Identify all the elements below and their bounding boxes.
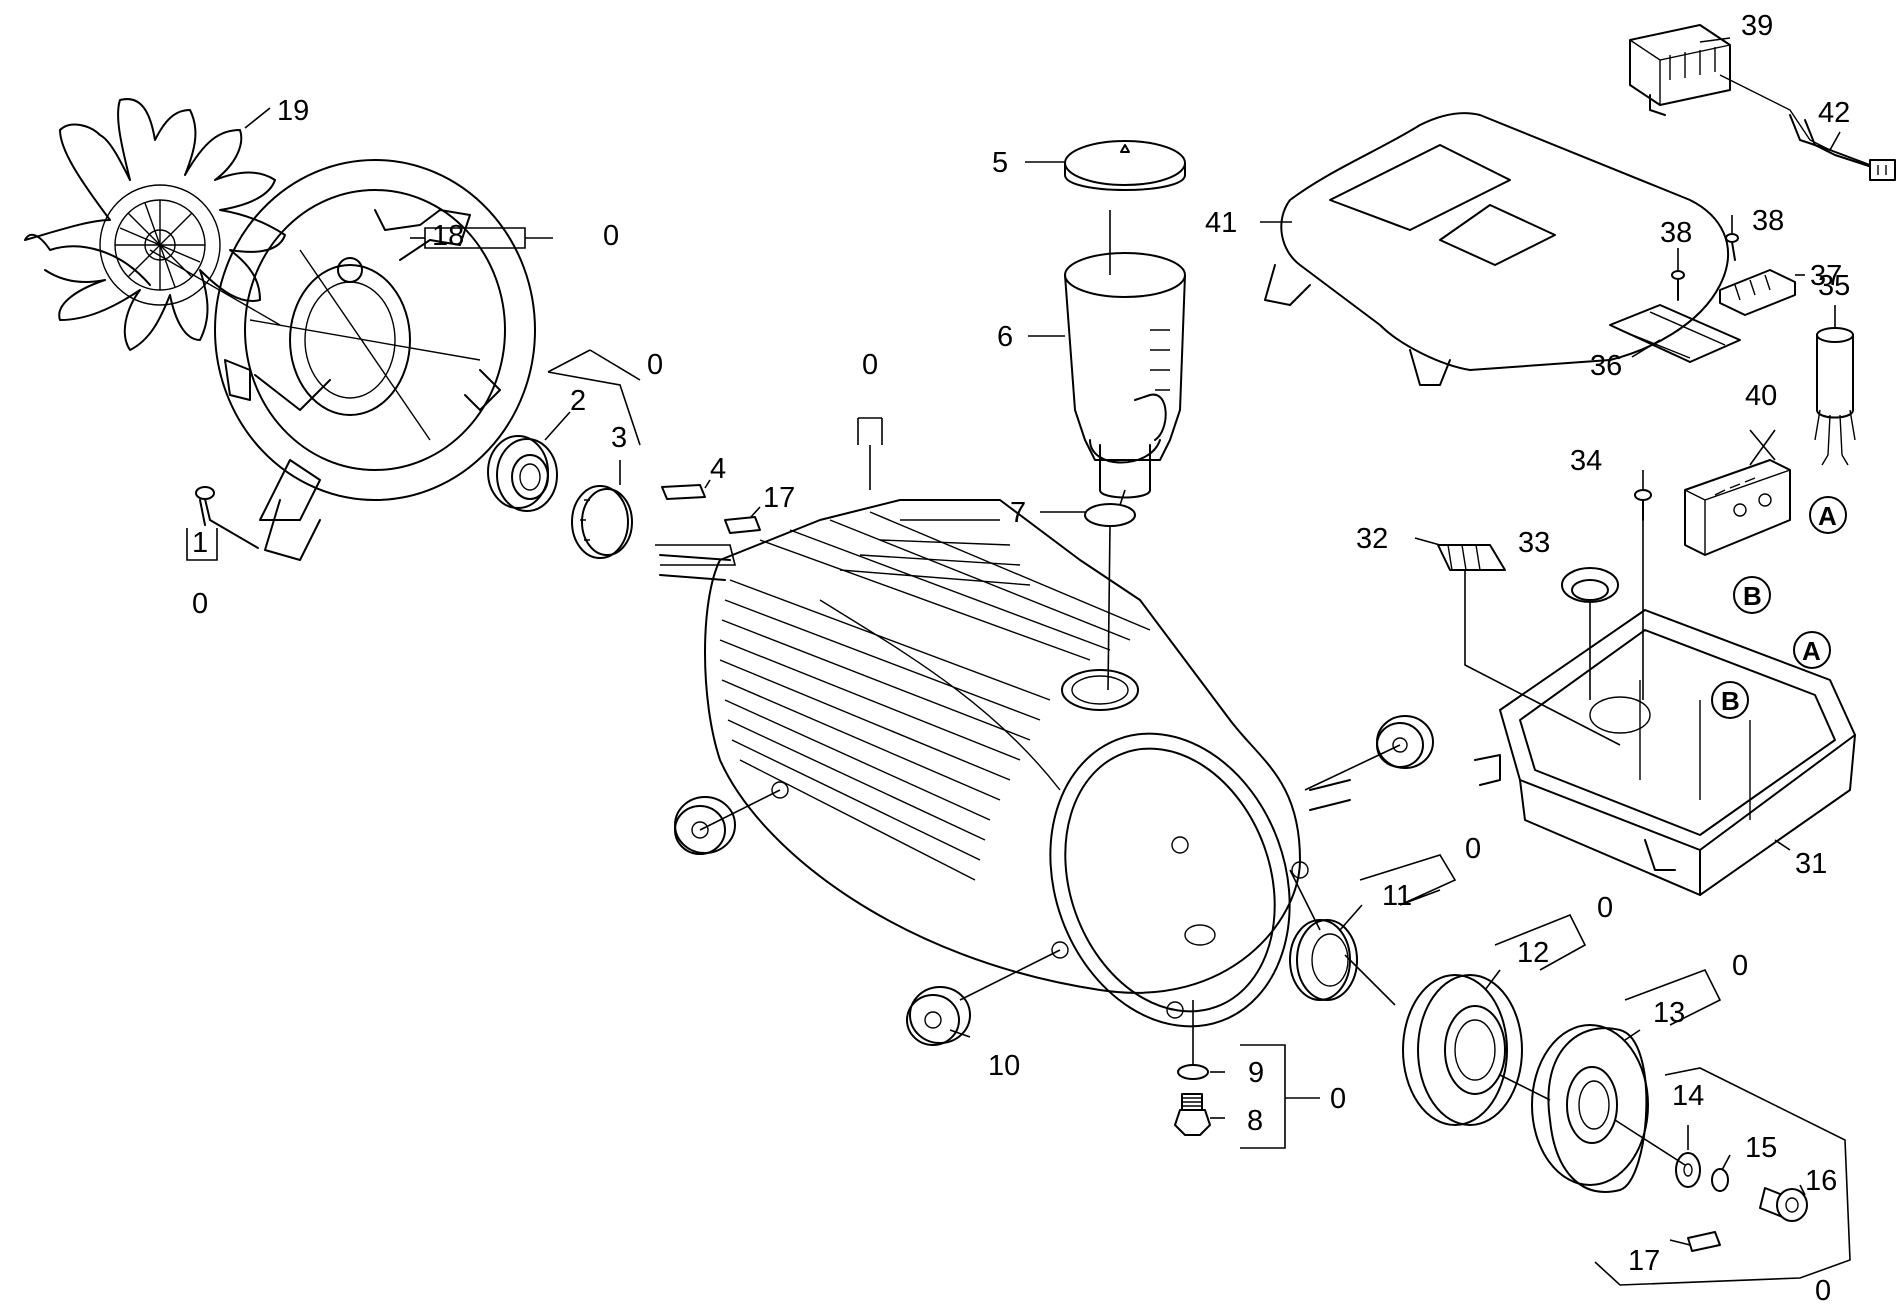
wiring-42	[1789, 114, 1896, 181]
label-39: 39	[1741, 10, 1773, 42]
label-19: 19	[277, 95, 309, 127]
tank-6	[1064, 252, 1186, 499]
label-12-qty: 0	[1597, 892, 1613, 924]
cap-5	[1064, 140, 1186, 191]
label-7: 7	[1010, 497, 1026, 529]
motor-housing	[659, 499, 1351, 1028]
label-18-qty: 0	[603, 220, 619, 252]
marker-a-1: A	[1818, 501, 1837, 531]
label-33: 33	[1518, 527, 1550, 559]
label-11-qty: 0	[1465, 833, 1481, 865]
terminal-strip-32	[1437, 544, 1506, 571]
label-38-a: 38	[1660, 217, 1692, 249]
label-11: 11	[1382, 880, 1412, 912]
label-14: 14	[1672, 1080, 1704, 1112]
label-42: 42	[1818, 97, 1850, 129]
key-17-upper	[724, 516, 761, 534]
seal-11	[1289, 919, 1358, 1001]
o-ring-9	[1177, 1064, 1209, 1080]
flange-13	[1531, 1024, 1649, 1193]
label-40: 40	[1745, 380, 1777, 412]
label-17-upper: 17	[763, 482, 795, 514]
label-8-9-qty: 0	[1330, 1083, 1346, 1115]
plug-8	[1174, 1093, 1211, 1136]
label-4: 4	[710, 453, 726, 485]
control-box-31	[1474, 609, 1856, 896]
label-31: 31	[1795, 848, 1827, 880]
lock-washer-15	[1711, 1168, 1729, 1192]
marker-a-circle-1	[1809, 496, 1847, 534]
label-15: 15	[1745, 1132, 1777, 1164]
pcb-40	[1684, 459, 1791, 556]
terminal-block-37	[1719, 269, 1796, 316]
marker-b-2: B	[1721, 686, 1740, 716]
label-3: 3	[611, 422, 627, 454]
marker-a-circle-2	[1793, 631, 1831, 669]
label-12: 12	[1517, 937, 1549, 969]
label-32: 32	[1356, 523, 1388, 555]
contactor-39	[1629, 24, 1831, 151]
label-1-qty: 0	[192, 588, 208, 620]
marker-a-2: A	[1802, 636, 1821, 666]
label-motor-qty: 0	[862, 349, 878, 381]
label-8: 8	[1247, 1105, 1263, 1137]
grommet-33	[1561, 567, 1619, 603]
foot-10-b	[1376, 715, 1434, 769]
bolt-16	[1759, 1187, 1808, 1222]
marker-b-1: B	[1743, 581, 1762, 611]
label-5: 5	[992, 147, 1008, 179]
cover-41	[1264, 112, 1730, 386]
label-6: 6	[997, 321, 1013, 353]
label-16: 16	[1805, 1165, 1837, 1197]
marker-b-circle-1	[1733, 576, 1771, 614]
label-2-3-qty: 0	[647, 349, 663, 381]
label-13: 13	[1653, 997, 1685, 1029]
washer-14	[1675, 1152, 1701, 1188]
label-41: 41	[1205, 207, 1237, 239]
end-shield-18	[214, 159, 536, 561]
screw-38-a	[1671, 270, 1685, 301]
label-13-qty: 0	[1732, 950, 1748, 982]
key-4	[661, 484, 706, 500]
fan-19	[24, 98, 286, 351]
leader-lines	[186, 37, 1851, 1286]
label-17-lower: 17	[1628, 1245, 1660, 1277]
key-17-lower	[1687, 1231, 1721, 1252]
label-14-17-qty: 0	[1815, 1275, 1831, 1306]
label-18: 18	[432, 220, 464, 252]
label-9: 9	[1248, 1057, 1264, 1089]
foot-10-a	[674, 796, 736, 855]
marker-b-circle-2	[1711, 681, 1749, 719]
bearing-12	[1402, 974, 1523, 1126]
din-rail-36	[1609, 304, 1741, 363]
screw-34	[1634, 489, 1652, 521]
label-35: 35	[1818, 270, 1850, 302]
label-36: 36	[1590, 350, 1622, 382]
o-ring-7	[1084, 503, 1136, 527]
label-10: 10	[988, 1050, 1020, 1082]
label-38-b: 38	[1752, 205, 1784, 237]
label-1: 1	[192, 527, 208, 559]
ring-3	[571, 485, 633, 559]
bearing-2	[487, 435, 558, 512]
screw-38-b	[1725, 233, 1739, 261]
label-2: 2	[570, 385, 586, 417]
screw-1	[195, 486, 259, 549]
foot-10-c	[906, 986, 971, 1046]
label-34: 34	[1570, 445, 1602, 477]
label-37: 37	[1810, 260, 1842, 292]
capacitor-35	[1814, 327, 1856, 466]
